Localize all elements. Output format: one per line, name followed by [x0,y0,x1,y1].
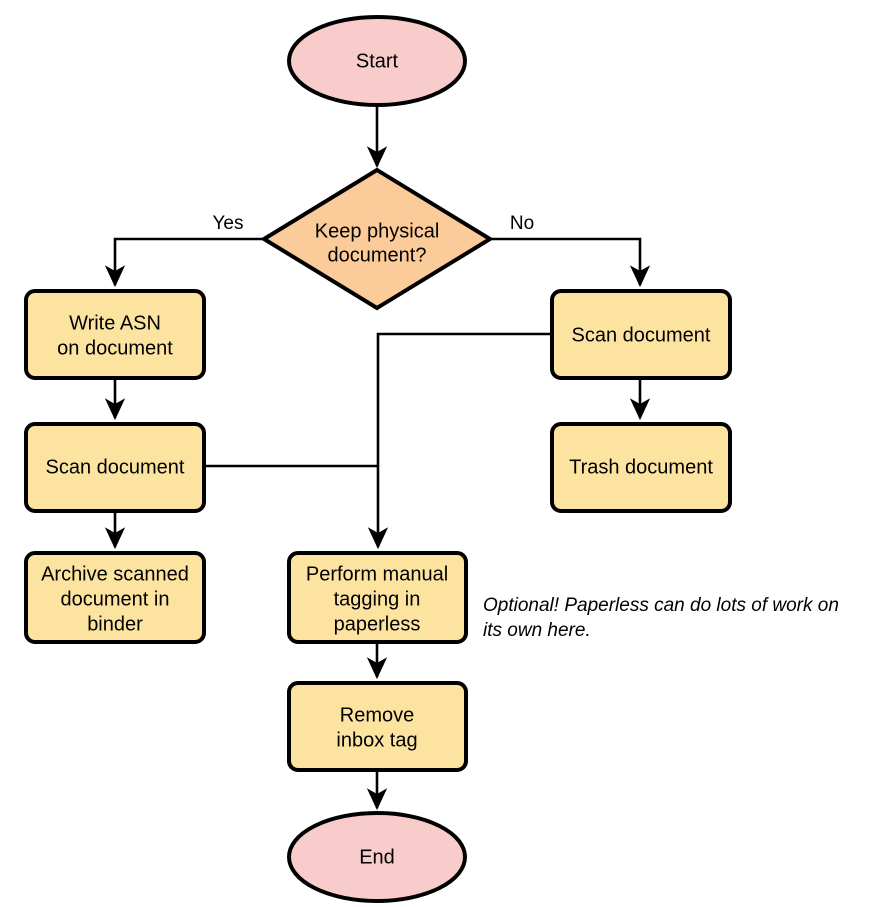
remove-inbox-tag-label-line1: Remove [340,704,414,726]
write-asn-box [24,289,206,380]
remove-inbox-tag-label-line2: inbox tag [336,729,417,751]
edge-scan-right-to-tagging [367,332,552,550]
decision-label-line2: document? [328,244,427,266]
end-label: End [359,846,395,868]
node-perform-manual-tagging[interactable]: Perform manual tagging in paperless [287,551,468,644]
node-trash-document[interactable]: Trash document [550,422,732,513]
node-remove-inbox-tag[interactable]: Remove inbox tag [287,681,468,772]
node-scan-document-left[interactable]: Scan document [24,422,206,513]
annotation-line1: Optional! Paperless can do lots of work … [483,595,839,616]
edges-layer [104,104,651,811]
start-label: Start [356,50,399,72]
decision-label-line1: Keep physical [315,220,440,242]
node-start[interactable]: Start [287,15,467,107]
archive-label-line2: document in [61,588,170,610]
edge-label-yes: Yes [213,213,244,234]
edge-label-no: No [510,213,534,234]
decision-diamond [260,167,494,311]
write-asn-label-line2: on document [57,337,173,359]
annotation-note: Optional! Paperless can do lots of work … [483,595,839,641]
node-write-asn-on-document[interactable]: Write ASN on document [24,289,206,380]
remove-inbox-tag-box [287,681,468,772]
scan-document-left-label: Scan document [46,456,185,478]
tagging-label-line1: Perform manual [306,563,448,585]
node-archive-scanned-document[interactable]: Archive scanned document in binder [24,551,206,644]
scan-document-left-box [24,422,206,513]
edge-decision-yes-to-write-asn [104,237,264,288]
write-asn-label-line1: Write ASN [69,312,161,334]
node-decision-keep-physical-document[interactable]: Keep physical document? [260,167,494,311]
archive-label-line1: Archive scanned [41,563,189,585]
tagging-box [287,551,468,644]
trash-document-label: Trash document [569,456,713,478]
tagging-label-line3: paperless [334,613,421,635]
start-ellipse [287,15,467,107]
scan-document-right-label: Scan document [572,324,711,346]
archive-box [24,551,206,644]
node-end[interactable]: End [287,811,467,903]
end-ellipse [287,811,467,903]
edge-decision-no-to-scan-right [490,237,651,288]
tagging-label-line2: tagging in [334,588,421,610]
scan-document-right-box [550,289,732,380]
archive-label-line3: binder [87,613,143,635]
annotation-line2: its own here. [483,620,591,641]
node-scan-document-right[interactable]: Scan document [550,289,732,380]
trash-document-box [550,422,732,513]
